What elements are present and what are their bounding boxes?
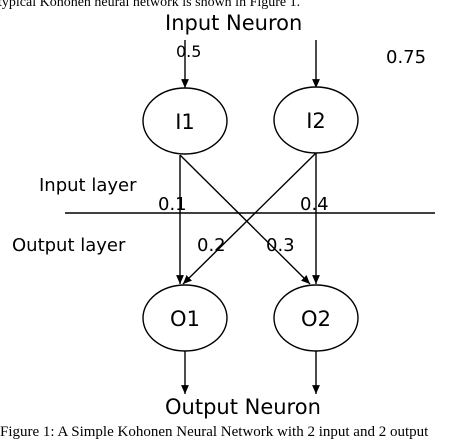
input-value-1: 0.5 — [176, 42, 201, 61]
top-caption: typical Kohonen neural network is shown … — [0, 0, 300, 10]
output-layer-label: Output layer — [12, 235, 126, 256]
input-value-2: 0.75 — [386, 47, 426, 68]
node-i2-label: I2 — [306, 109, 326, 133]
weight-w22: 0.3 — [266, 235, 295, 256]
node-o2-label: O2 — [301, 307, 331, 331]
node-i2 — [273, 86, 359, 154]
weight-w12: 0.2 — [197, 235, 226, 256]
node-o1-label: O1 — [170, 307, 200, 331]
node-i1 — [142, 87, 228, 155]
input-layer-label: Input layer — [39, 175, 137, 196]
input-neuron-title: Input Neuron — [165, 11, 302, 35]
node-i1-label: I1 — [175, 110, 195, 134]
edge-i2-o1 — [182, 152, 317, 285]
weight-w21: 0.4 — [300, 194, 329, 215]
weight-w11: 0.1 — [158, 194, 187, 215]
output-neuron-title: Output Neuron — [165, 395, 321, 419]
figure-caption: Figure 1: A Simple Kohonen Neural Networ… — [0, 424, 429, 440]
edge-i1-o2 — [179, 154, 311, 285]
